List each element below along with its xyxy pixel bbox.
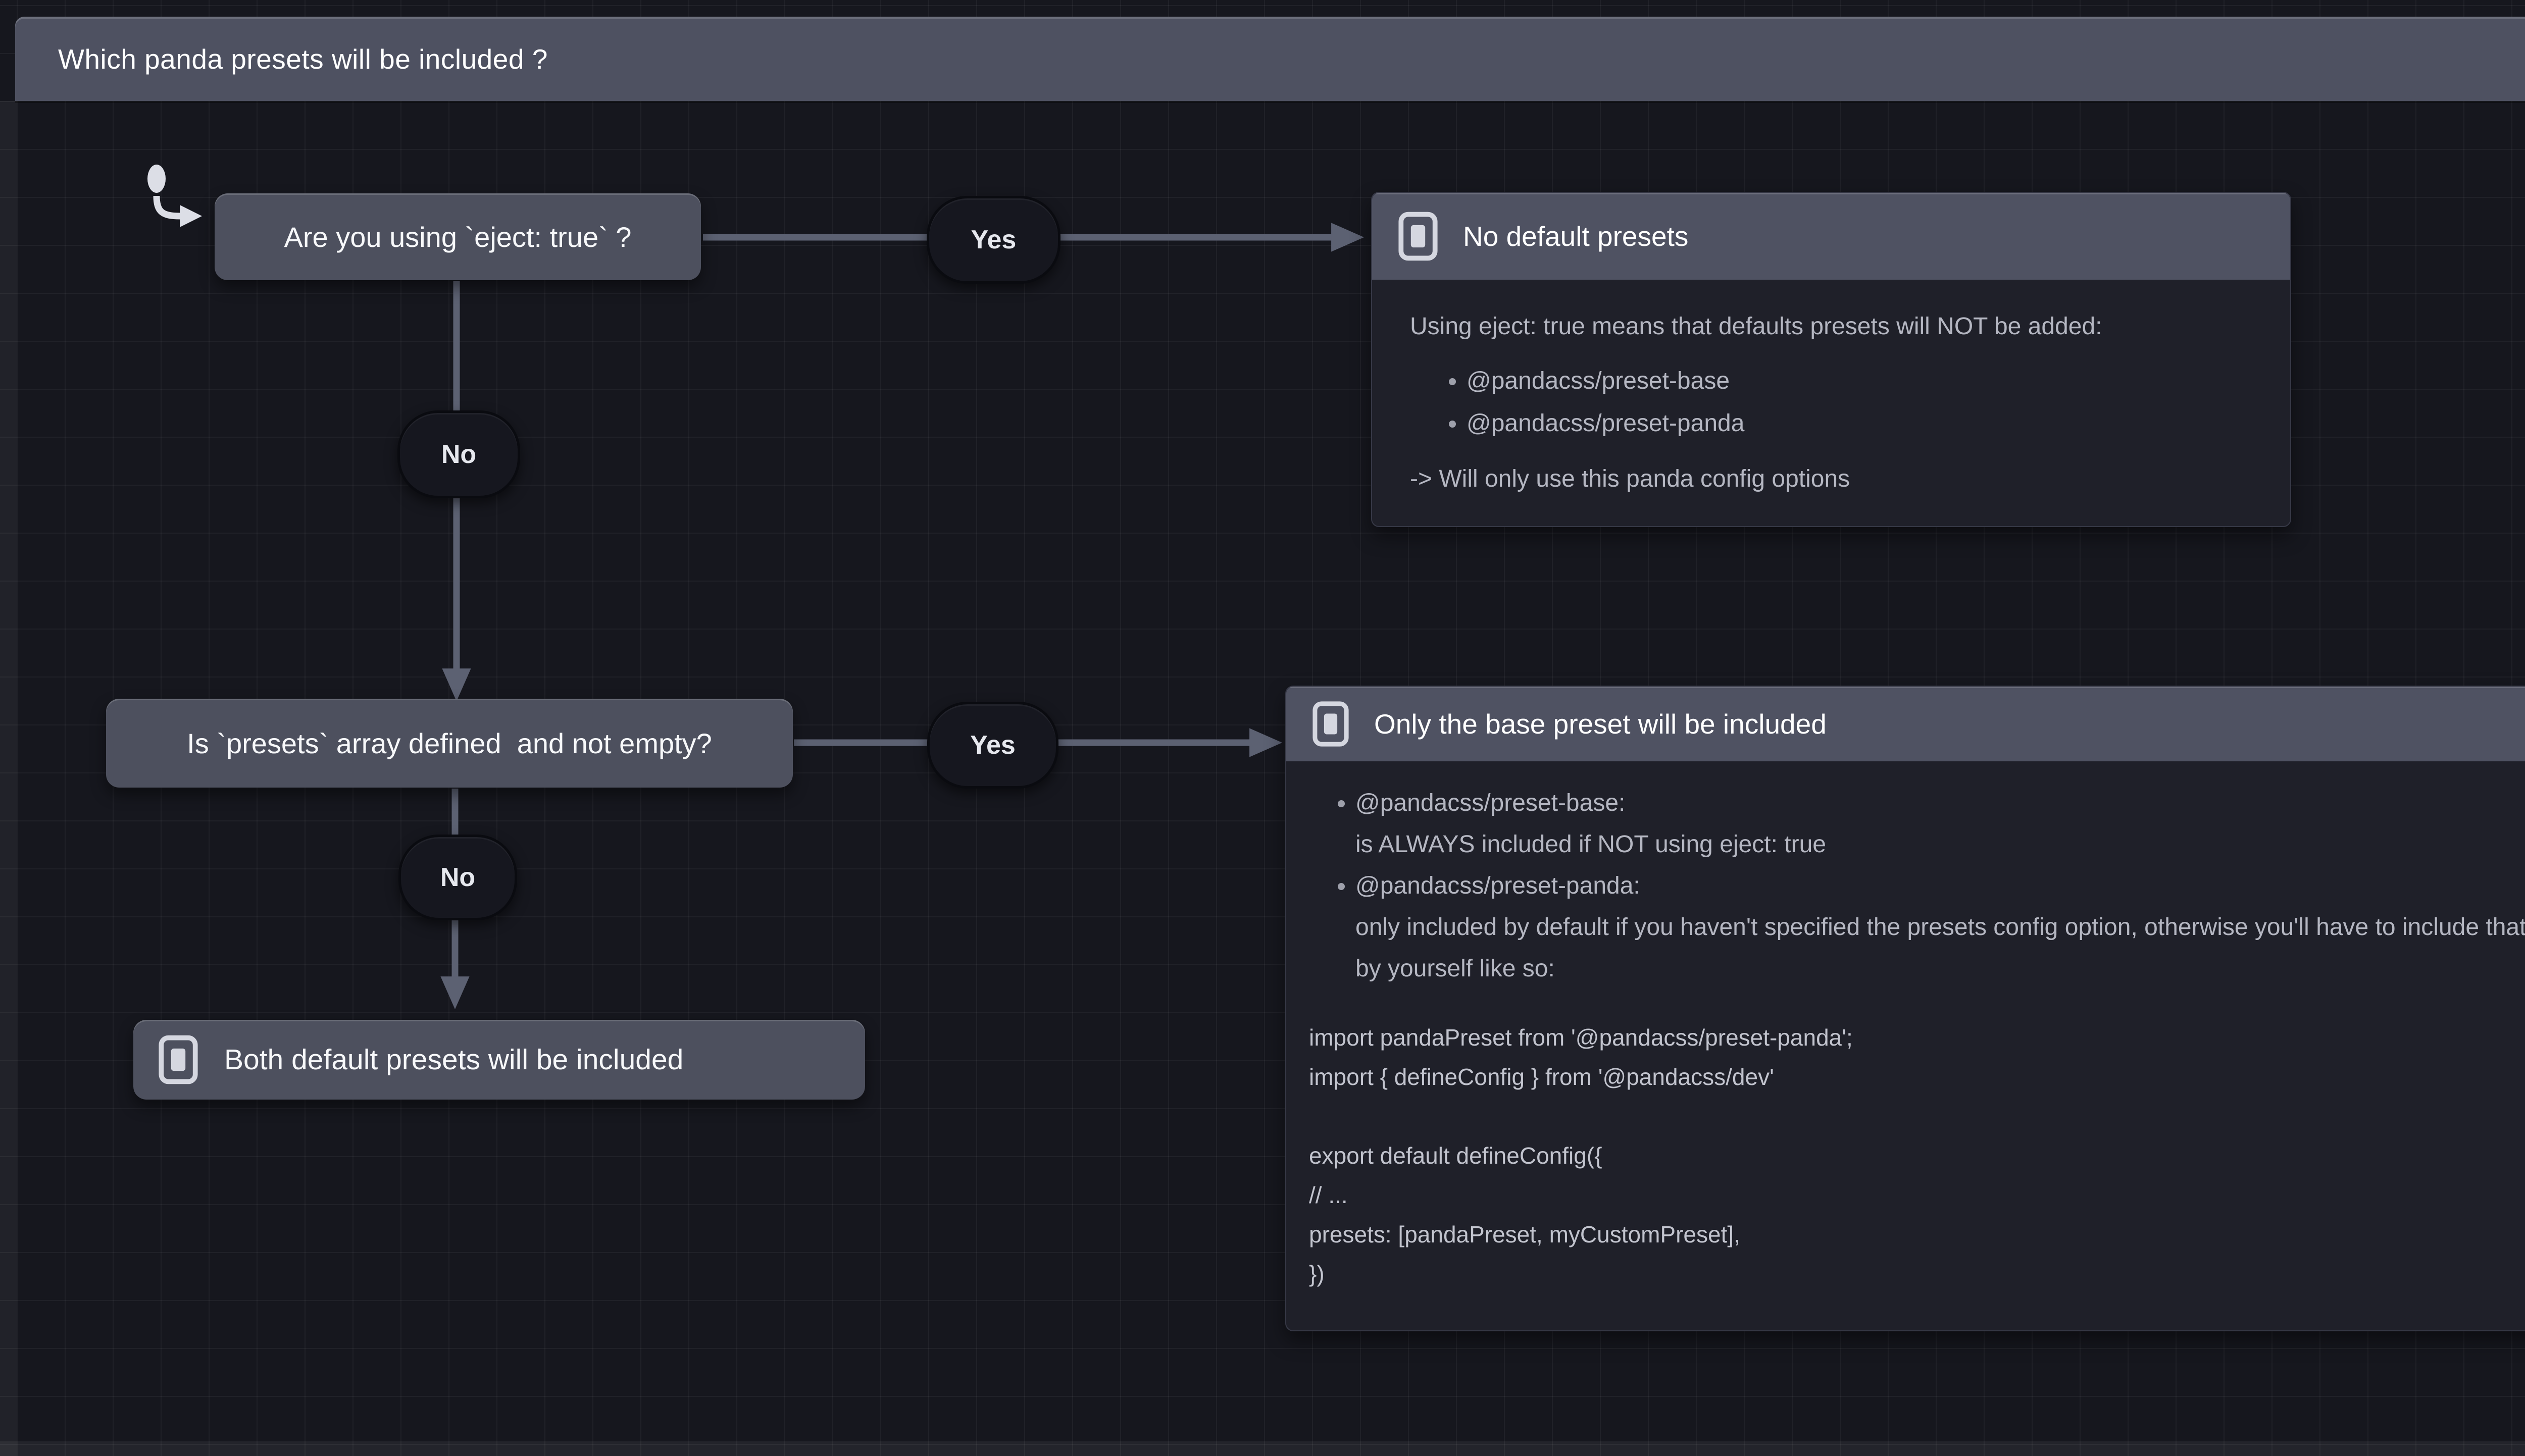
code-snippet: import pandaPreset from '@pandacss/prese… — [1309, 1018, 2525, 1293]
node-label: Are you using `eject: true` ? — [284, 221, 632, 253]
code-line: }) — [1309, 1261, 1325, 1287]
pill-label: Yes — [970, 731, 1016, 760]
node-both-presets-included[interactable]: Both default presets will be included — [133, 1020, 865, 1100]
code-line: import { defineConfig } from '@pandacss/… — [1309, 1064, 1774, 1090]
node-label: Is `presets` array defined and not empty… — [187, 727, 712, 759]
list-item: @pandacss/preset-panda: only included by… — [1355, 865, 2525, 990]
pill-label: No — [441, 440, 477, 469]
diagram-title-bar: Which panda presets will be included ? — [15, 17, 2525, 101]
left-frame-strip — [0, 101, 17, 1456]
box2-bullet-list: @pandacss/preset-base: is ALWAYS include… — [1309, 783, 2525, 990]
click-cursor-icon — [147, 165, 202, 227]
window-icon — [1312, 701, 1349, 747]
box1-bullet-list: @pandacss/preset-base @pandacss/preset-p… — [1410, 360, 2252, 444]
pill-label: No — [440, 863, 476, 892]
preset-base-head: @pandacss/preset-base: — [1355, 790, 1626, 816]
edge-label-yes-1[interactable]: Yes — [927, 196, 1060, 284]
preset-base-text: is ALWAYS included if NOT using eject: t… — [1355, 831, 1826, 858]
page-title: Which panda presets will be included ? — [58, 43, 548, 75]
box-header: No default presets — [1372, 193, 2290, 280]
node-label: Both default presets will be included — [224, 1044, 684, 1076]
code-line: export default defineConfig({ — [1309, 1142, 1602, 1169]
pill-label: Yes — [971, 225, 1017, 254]
box-body: Using eject: true means that defaults pr… — [1372, 280, 2290, 526]
box-body: @pandacss/preset-base: is ALWAYS include… — [1286, 761, 2525, 1324]
bottom-frame-strip — [0, 1441, 2525, 1456]
preset-panda-text: only included by default if you haven't … — [1355, 914, 2525, 982]
list-item: @pandacss/preset-panda — [1467, 403, 2252, 444]
edge-label-no-2[interactable]: No — [398, 835, 517, 920]
box1-intro: Using eject: true means that defaults pr… — [1410, 313, 2102, 340]
edge-label-yes-2[interactable]: Yes — [927, 702, 1058, 789]
box-only-base-preset[interactable]: Only the base preset will be included @p… — [1285, 686, 2525, 1331]
code-line — [1309, 1097, 2525, 1136]
code-line: import pandaPreset from '@pandacss/prese… — [1309, 1024, 1853, 1051]
code-line: // ... — [1309, 1182, 1348, 1208]
window-icon — [159, 1035, 198, 1084]
box-no-default-presets[interactable]: No default presets Using eject: true mea… — [1371, 192, 2291, 527]
list-item: @pandacss/preset-base — [1467, 360, 2252, 402]
window-icon — [1398, 212, 1438, 261]
node-question-eject[interactable]: Are you using `eject: true` ? — [215, 193, 701, 280]
box-title: Only the base preset will be included — [1374, 708, 1827, 740]
code-line: presets: [pandaPreset, myCustomPreset], — [1309, 1221, 1740, 1247]
box1-outro: -> Will only use this panda config optio… — [1410, 465, 1850, 492]
box-title: No default presets — [1463, 221, 1689, 252]
box-header: Only the base preset will be included — [1286, 687, 2525, 761]
node-question-presets-array[interactable]: Is `presets` array defined and not empty… — [106, 699, 793, 788]
list-item: @pandacss/preset-base: is ALWAYS include… — [1355, 783, 2525, 865]
preset-panda-head: @pandacss/preset-panda: — [1355, 872, 1640, 899]
edge-label-no-1[interactable]: No — [397, 410, 520, 498]
